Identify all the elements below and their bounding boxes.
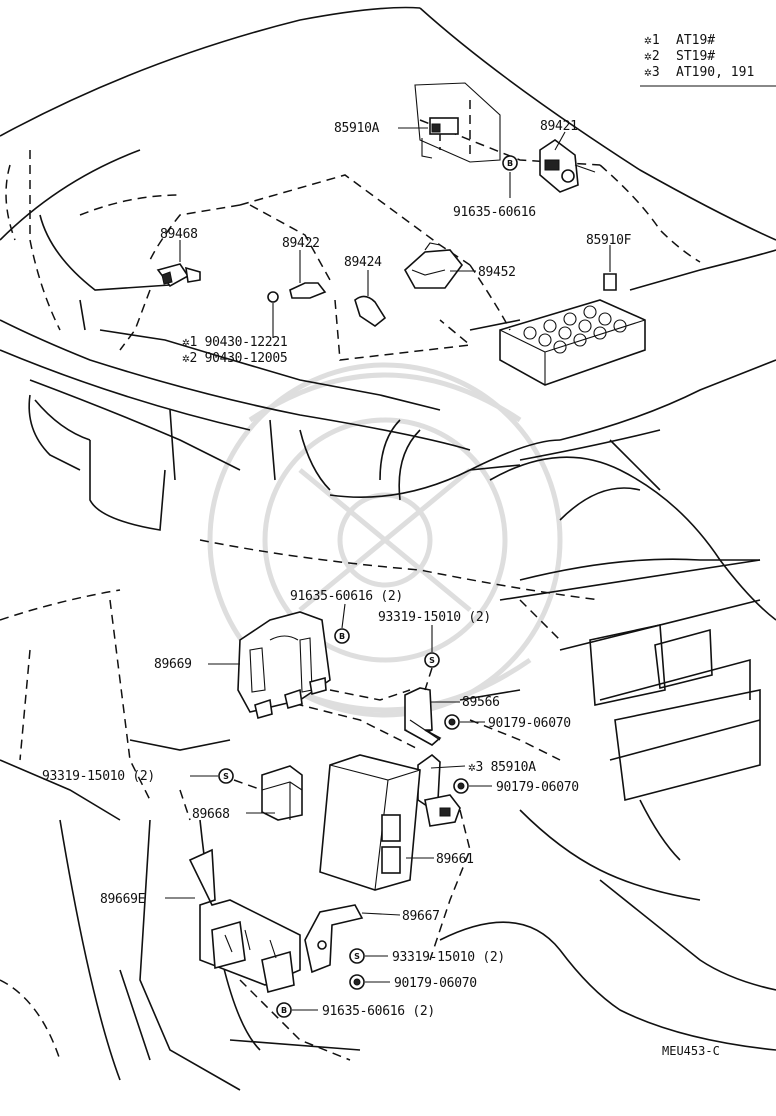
- legend-mark-2: ✲2: [644, 49, 660, 64]
- label-89468: 89468: [160, 227, 198, 242]
- relay-block: [499, 299, 646, 386]
- leader-lines-bottom: [165, 603, 492, 1011]
- bolt-icon-mid: B: [334, 628, 350, 644]
- bracket-89669E: [188, 848, 301, 993]
- svg-text:S: S: [223, 772, 229, 781]
- label-89668: 89668: [192, 807, 230, 822]
- nut-icon-a: [444, 714, 460, 730]
- legend-text-3: AT190, 191: [676, 65, 754, 80]
- svg-text:B: B: [507, 159, 513, 168]
- label-90430-a: ✲1 90430-12221: [182, 335, 287, 350]
- svg-text:B: B: [281, 1006, 287, 1015]
- svg-text:S: S: [354, 952, 360, 961]
- label-90430-b: ✲2 90430-12005: [182, 351, 287, 366]
- svg-text:B: B: [339, 632, 345, 641]
- svg-text:S: S: [429, 656, 435, 665]
- label-89421: 89421: [540, 119, 578, 134]
- relay-85910A-lower: [417, 753, 461, 827]
- label-89669: 89669: [154, 657, 192, 672]
- label-85910A-top: 85910A: [334, 121, 380, 136]
- label-91635-mid: 91635-60616 (2): [290, 589, 403, 604]
- label-93319-right: 93319-15010 (2): [378, 610, 491, 625]
- ecu-89661: [319, 754, 421, 891]
- diagram-code: MEU453-C: [662, 1044, 720, 1058]
- relay-85910F: [603, 245, 617, 291]
- legend-mark-1: ✲1: [644, 33, 660, 48]
- label-89566: 89566: [462, 695, 500, 710]
- nut-icon-b: [453, 778, 469, 794]
- label-90179-a: 90179-06070: [488, 716, 571, 731]
- part-labels: 85910A 89421 91635-60616 89468 89422 894…: [42, 119, 632, 1019]
- nut-icon-c: [349, 974, 365, 990]
- legend-text-1: AT19#: [676, 33, 715, 48]
- label-89669E: 89669E: [100, 892, 145, 907]
- bracket-89668: [261, 765, 303, 821]
- legend-text-2: ST19#: [676, 49, 715, 64]
- car-body-outline: [0, 6, 776, 531]
- label-91635-top: 91635-60616: [453, 205, 536, 220]
- relay-85910A-top: [414, 82, 501, 163]
- label-89424: 89424: [344, 255, 382, 270]
- label-91635-low: 91635-60616 (2): [322, 1004, 435, 1019]
- sensor-89421: [539, 139, 596, 193]
- label-93319-low: 93319-15010 (2): [392, 950, 505, 965]
- label-93319-left: 93319-15010 (2): [42, 769, 155, 784]
- bracket-89667: [304, 904, 364, 974]
- label-90179-c: 90179-06070: [394, 976, 477, 991]
- sensor-89424: [354, 270, 387, 327]
- label-89422: 89422: [282, 236, 320, 251]
- bolt-icon-top: B: [502, 155, 518, 171]
- bolt-icon-low: B: [276, 1002, 292, 1018]
- sensor-89452: [403, 242, 464, 289]
- label-90179-b: 90179-06070: [496, 780, 579, 795]
- label-89661: 89661: [436, 852, 474, 867]
- bracket-89566: [404, 687, 442, 746]
- bracket-89669: [237, 611, 331, 720]
- sensor-89468: [156, 263, 201, 288]
- label-85910F: 85910F: [586, 233, 632, 248]
- legend: ✲1 AT19# ✲2 ST19# ✲3 AT190, 191: [644, 33, 754, 80]
- screw-icon-left: S: [218, 768, 234, 784]
- label-89452: 89452: [478, 265, 516, 280]
- watermark: [207, 362, 563, 718]
- interior-outline: [0, 456, 776, 1091]
- label-89667: 89667: [402, 909, 440, 924]
- label-85910A-low: ✲3 85910A: [468, 760, 536, 775]
- screw-icon-low: S: [349, 948, 365, 964]
- screw-icon-right: S: [424, 652, 440, 668]
- leader-lines-top: [179, 127, 566, 338]
- sensor-89422: [267, 250, 327, 303]
- legend-mark-3: ✲3: [644, 65, 660, 80]
